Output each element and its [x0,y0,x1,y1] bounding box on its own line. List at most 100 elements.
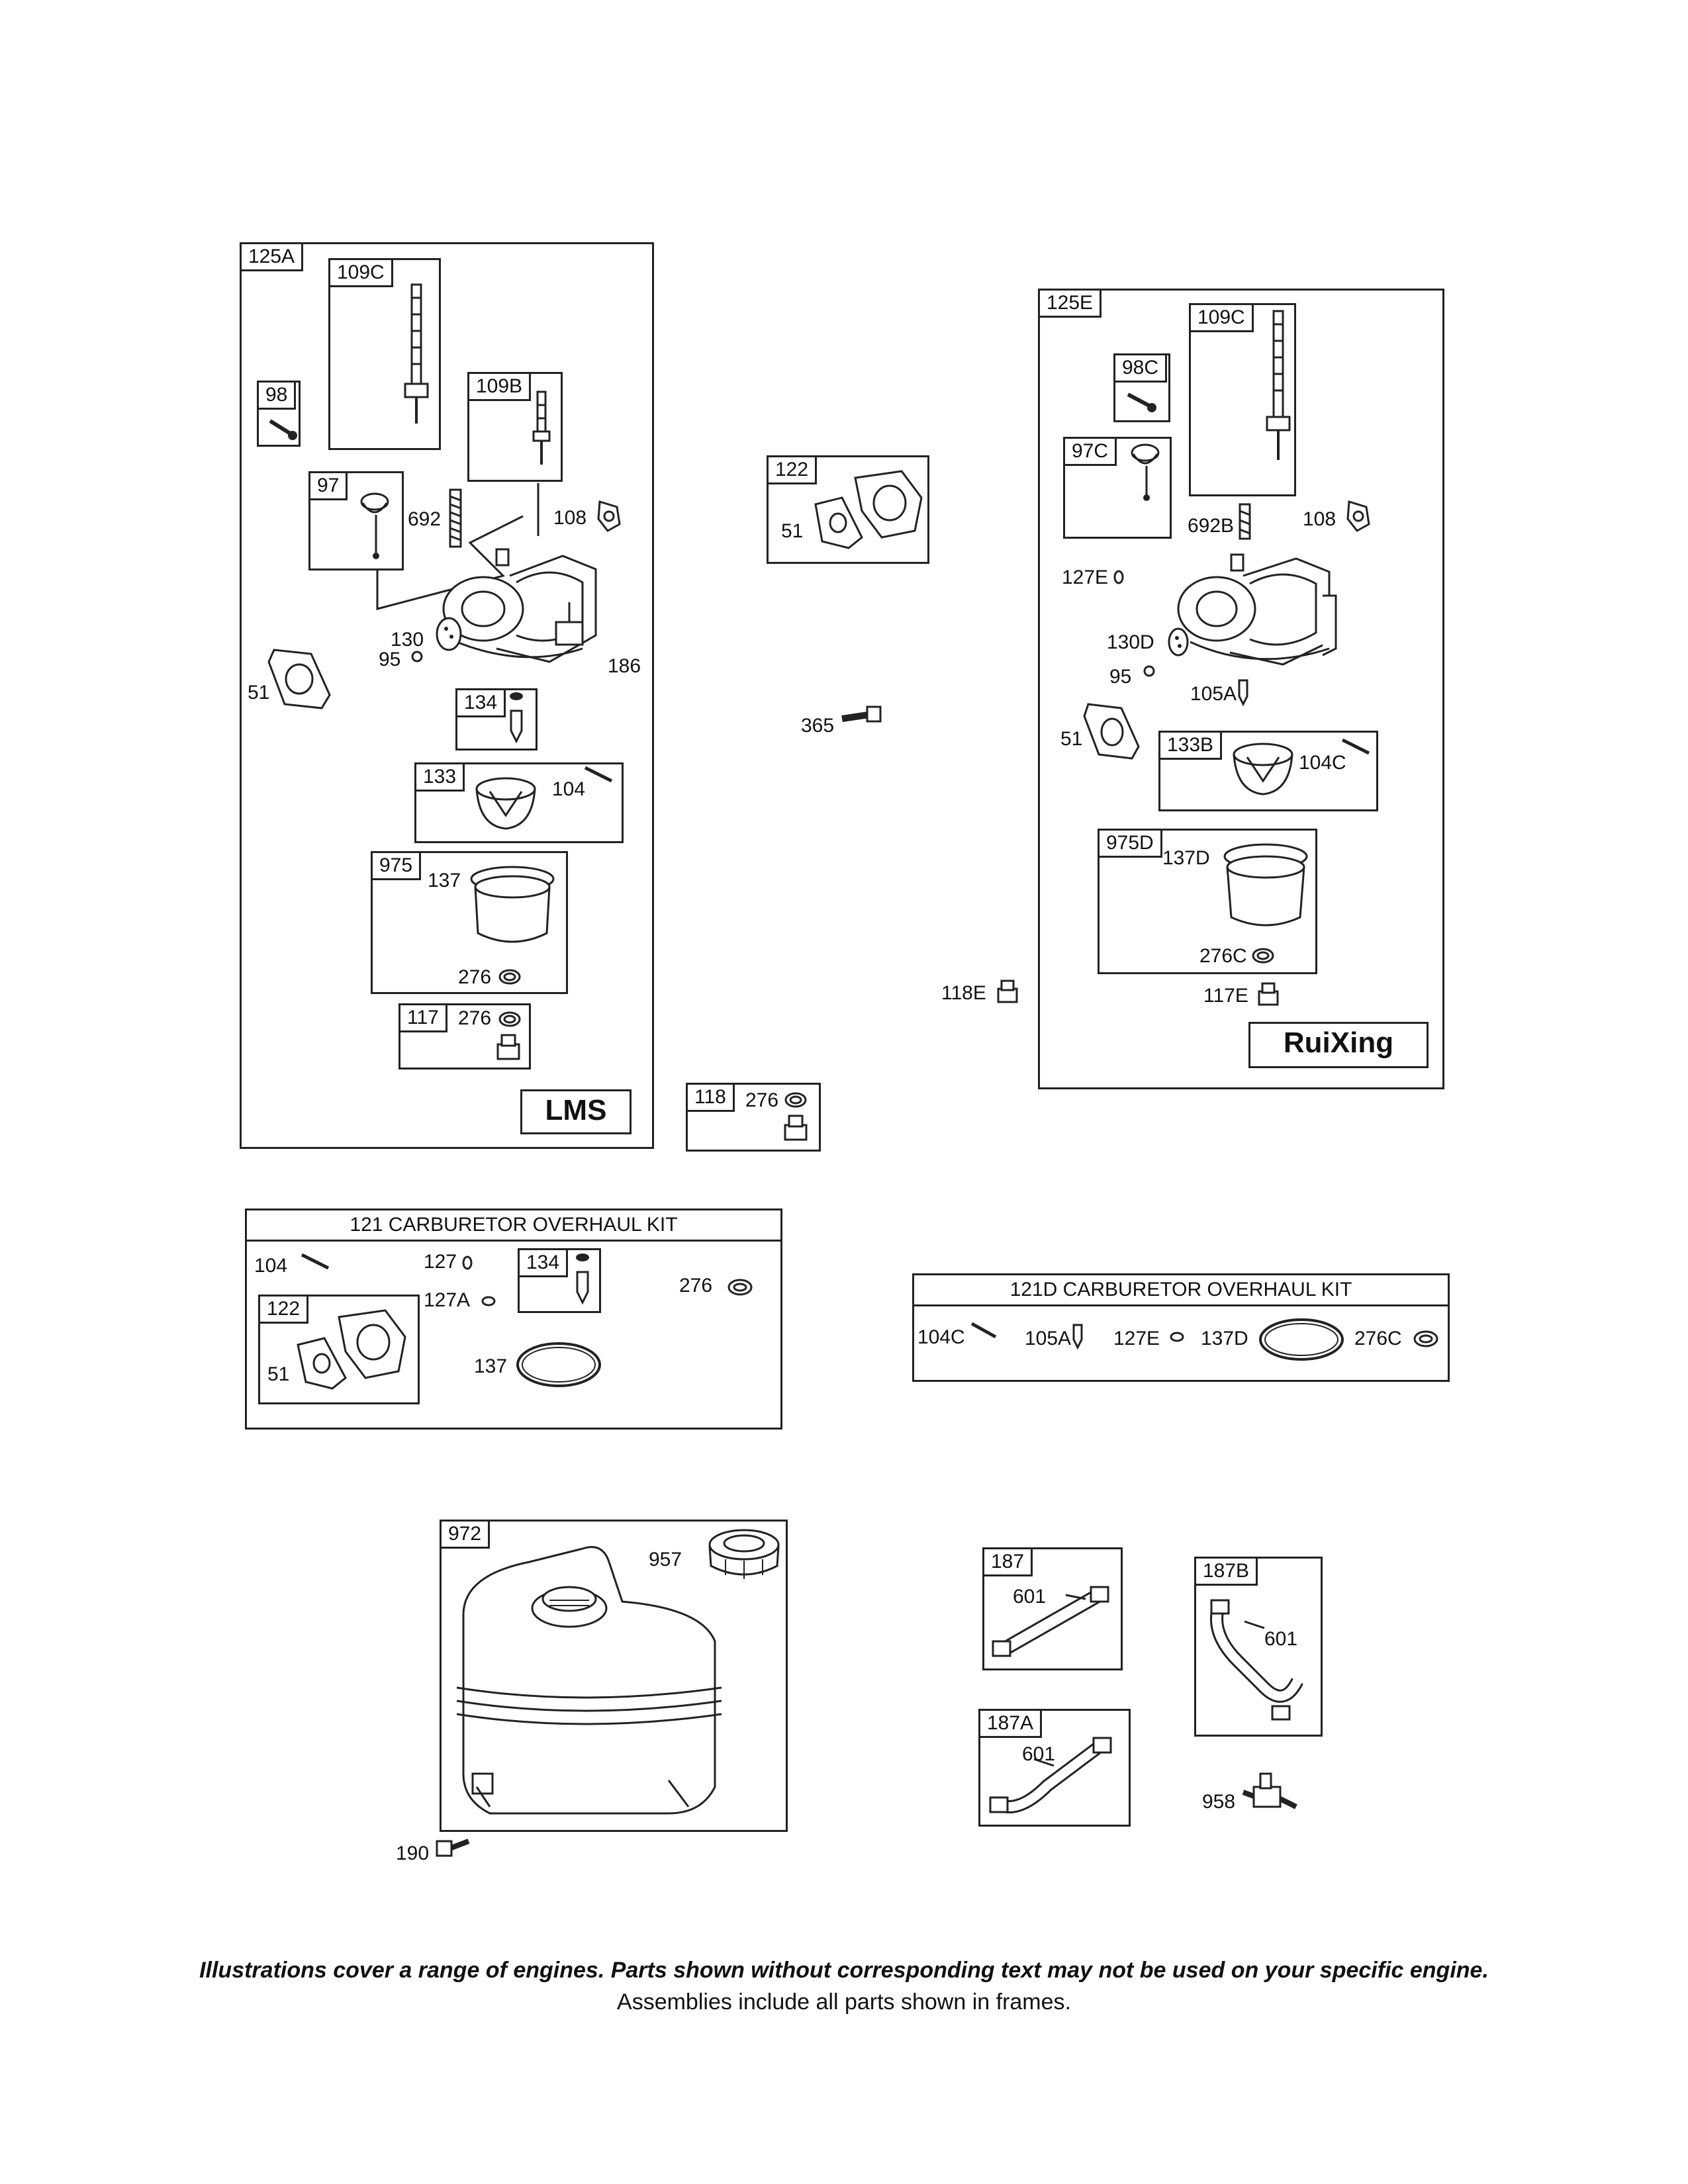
float-needle-icon-right [1262,311,1301,463]
part-label-130d: 130D [1107,631,1154,653]
washer-icon-right [1251,946,1278,966]
part-label-276c: 276C [1199,945,1247,967]
clip-icon-right [1344,498,1373,535]
shutoff-valve-icon [1241,1770,1300,1823]
part-label-109c-right: 109C [1191,305,1254,332]
part-label-97: 97 [310,473,348,500]
bowl-nut-icon-2 [781,1113,812,1144]
assembly-125e-frame: 125E [1038,289,1444,1089]
part-label-276b: 276 [458,1007,492,1029]
float-bowl-icon [470,769,543,835]
kit-121d-label-276c: 276C [1354,1328,1402,1349]
part-label-957: 957 [649,1549,682,1570]
part-label-365: 365 [801,715,835,737]
part-label-105a: 105A [1190,683,1237,705]
kit-121-washer-icon [727,1277,756,1298]
part-label-187a: 187A [980,1711,1043,1738]
part-label-95-right: 95 [1109,666,1132,688]
subframe-109c-right: 109C [1189,303,1296,496]
part-label-137d: 137D [1162,847,1210,869]
part-label-276-mid: 276 [745,1089,779,1111]
brand-box-lms: LMS [520,1089,632,1134]
float-needle-small-icon [530,392,556,471]
bowl-nut-icon-3 [994,978,1021,1005]
part-label-190: 190 [396,1843,430,1864]
bowl-nut-icon [494,1032,524,1063]
frame-label-125e: 125E [1040,291,1102,318]
washer-icon [498,968,524,987]
carburetor-icon [437,536,609,675]
part-label-692: 692 [408,508,442,530]
part-label-109b: 109B [469,374,532,401]
footer-note: Assemblies include all parts shown in fr… [617,1989,1071,2015]
kit-121-spacer-gasket-icon [291,1301,417,1400]
pin-icon-right [1340,737,1373,757]
subframe-98: 98 [257,381,301,447]
part-label-130: 130 [391,629,424,651]
bowl-gasket-icon [463,860,569,960]
part-label-117e: 117E [1203,985,1248,1007]
kit-121d-label-104c: 104C [917,1326,965,1348]
kit-121-label-276: 276 [679,1275,713,1297]
part-label-975d: 975D [1100,831,1162,858]
part-label-97c: 97C [1065,439,1117,466]
kit-121-label-122: 122 [260,1297,309,1324]
primer-bulb-icon-right [1127,439,1166,501]
tank-972-frame: 972 [440,1520,788,1832]
washer-icon-2 [498,1010,524,1030]
kit-121d-gasket-ring-icon [1256,1317,1349,1365]
part-label-127e: 127E [1062,567,1109,588]
assembly-125a-frame: 125A [240,242,654,1149]
part-label-118: 118 [688,1085,735,1112]
subframe-187b: 187B [1194,1557,1323,1737]
kit-121-pin-icon [299,1252,332,1272]
pin-icon [583,765,616,785]
kit-121-gasket-ring-icon [514,1340,606,1392]
kit-121-subframe-122: 122 [258,1295,420,1404]
subframe-133: 133 [414,762,624,843]
o-ring-icon [1112,569,1128,585]
part-label-137: 137 [428,870,461,891]
spring-icon [447,490,463,549]
kit-121-label-127a: 127A [424,1289,471,1311]
part-label-276a: 276 [458,966,492,988]
kit-121-label-127: 127 [424,1251,457,1273]
needle-valve-icon [510,692,523,744]
part-label-186: 186 [608,655,641,677]
gasket-icon-right [1080,698,1147,764]
subframe-109c: 109C [328,258,441,450]
float-bowl-icon-right [1227,736,1300,802]
kit-121-subframe-134: 134 [518,1248,601,1313]
part-label-601a: 601 [1013,1586,1047,1608]
bowl-gasket-icon-right [1218,838,1317,937]
subframe-134: 134 [455,688,538,751]
tank-bolt-icon [434,1833,474,1860]
part-label-122: 122 [769,457,818,484]
kit-121d-pin-icon [969,1321,1000,1341]
part-label-104c: 104C [1299,752,1346,774]
needle-icon-right [1235,674,1251,707]
subframe-187: 187 [982,1547,1123,1670]
kit-121-o-ring-icon [461,1255,477,1271]
primer-bulb-icon [357,488,397,559]
part-label-133: 133 [416,764,465,792]
part-label-118e: 118E [941,982,986,1004]
subframe-117: 117 [399,1003,531,1069]
fuel-line-bent-icon [1198,1595,1317,1727]
kit-121-small-ring-icon [481,1295,496,1308]
subframe-109b: 109B [467,372,563,482]
plate-icon [433,615,466,653]
kit-121-needle-icon [576,1253,589,1305]
part-label-187b: 187B [1196,1559,1258,1586]
subframe-97: 97 [308,471,404,570]
part-label-134: 134 [457,690,506,717]
kit-121-label-134: 134 [520,1250,569,1277]
part-label-187: 187 [984,1549,1033,1576]
small-screw-icon [410,650,425,664]
part-label-104: 104 [552,778,586,800]
plate-icon-right [1166,626,1193,658]
part-label-108-right: 108 [1303,508,1336,530]
small-screw-icon-right [1143,664,1157,679]
kit-121-title: 121 CARBURETOR OVERHAUL KIT [247,1210,780,1242]
subframe-98c: 98C [1113,353,1170,422]
